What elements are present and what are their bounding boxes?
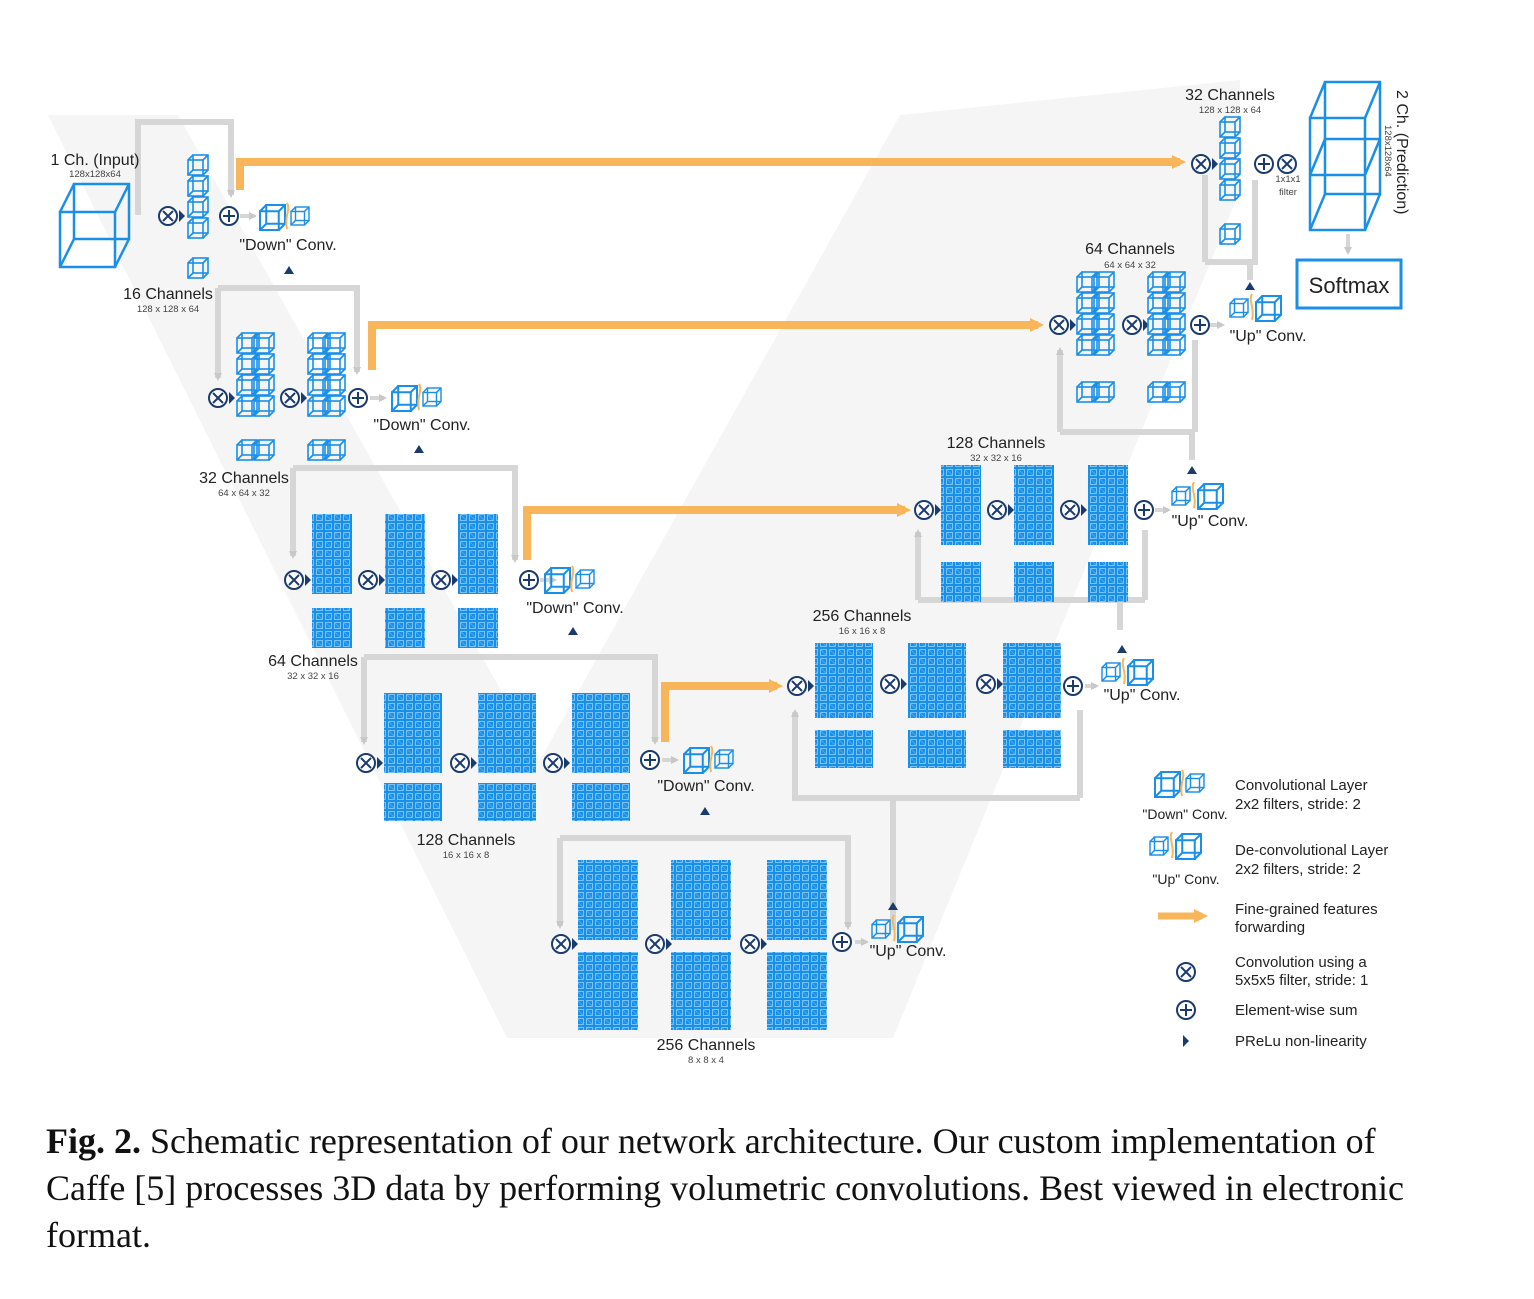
down-conv-3-label: "Down" Conv. bbox=[526, 600, 623, 617]
prediction-label: 2 Ch. (Prediction) bbox=[1393, 90, 1410, 215]
legend-convolution-line2: 5x5x5 filter, stride: 1 bbox=[1235, 972, 1368, 989]
down-conv-4-label: "Down" Conv. bbox=[657, 778, 754, 795]
enc-3-size: 32 x 32 x 16 bbox=[287, 671, 339, 682]
dec-32-size: 128 x 128 x 64 bbox=[1199, 105, 1261, 116]
stage3-block-2 bbox=[385, 514, 425, 594]
stage3-block-1 bbox=[312, 514, 352, 594]
enc-4-channels: 128 Channels bbox=[417, 832, 516, 849]
dec-256-size: 16 x 16 x 8 bbox=[839, 626, 885, 637]
down-conv-1-label: "Down" Conv. bbox=[239, 237, 336, 254]
legend-prelu-label: PReLu non-linearity bbox=[1235, 1033, 1367, 1050]
enc-1-channels: 16 Channels bbox=[123, 286, 213, 303]
enc-1-size: 128 x 128 x 64 bbox=[137, 304, 199, 315]
dec3-block-1 bbox=[941, 465, 981, 545]
legend-conv-line1: Convolutional Layer bbox=[1235, 777, 1368, 794]
prediction-volume bbox=[1308, 80, 1382, 232]
dec4-block-3 bbox=[1003, 643, 1061, 718]
dec3-block-3 bbox=[1088, 465, 1128, 545]
prediction-size: 128x128x64 bbox=[1382, 125, 1393, 177]
caption-label: Fig. 2. bbox=[46, 1121, 141, 1161]
up-conv-4-label: "Up" Conv. bbox=[1230, 328, 1307, 345]
enc-4-size: 16 x 16 x 8 bbox=[443, 850, 489, 861]
legend-deconv-icon-label: "Up" Conv. bbox=[1152, 871, 1219, 887]
softmax-label: Softmax bbox=[1309, 273, 1390, 298]
legend-convolution-icon bbox=[1176, 962, 1196, 982]
up-conv-3-label: "Up" Conv. bbox=[1172, 513, 1249, 530]
legend-convolution-line1: Convolution using a bbox=[1235, 954, 1367, 971]
legend-deconv-line1: De-convolutional Layer bbox=[1235, 842, 1388, 859]
input-size: 128x128x64 bbox=[69, 169, 121, 180]
down-conv-2-label: "Down" Conv. bbox=[373, 417, 470, 434]
up-conv-2-label: "Up" Conv. bbox=[1104, 687, 1181, 704]
input-volume bbox=[58, 182, 131, 269]
legend-deconv-line2: 2x2 filters, stride: 2 bbox=[1235, 861, 1361, 878]
legend-sum-icon bbox=[1176, 1000, 1196, 1020]
dec-128-channels: 128 Channels bbox=[947, 435, 1046, 452]
legend-forward-line1: Fine-grained features bbox=[1235, 901, 1378, 918]
stage5-block-2 bbox=[671, 860, 731, 940]
stage4-block-3 bbox=[572, 693, 630, 773]
legend-prelu-icon bbox=[1183, 1035, 1189, 1047]
dec4-block-1 bbox=[815, 643, 873, 718]
dec-128-size: 32 x 32 x 16 bbox=[970, 453, 1022, 464]
dec-32-channels: 32 Channels bbox=[1185, 87, 1275, 104]
enc-3-channels: 64 Channels bbox=[268, 653, 358, 670]
legend-conv-icon bbox=[1155, 770, 1204, 797]
legend-conv-line2: 2x2 filters, stride: 2 bbox=[1235, 796, 1361, 813]
dec-64-channels: 64 Channels bbox=[1085, 241, 1175, 258]
stage5-block-3 bbox=[767, 860, 827, 940]
dec-256-channels: 256 Channels bbox=[813, 608, 912, 625]
legend: "Down" Conv. Convolutional Layer 2x2 fil… bbox=[1142, 770, 1388, 1050]
stage5-block-1 bbox=[578, 860, 638, 940]
enc-5-size: 8 x 8 x 4 bbox=[688, 1055, 724, 1066]
stage3-block-3 bbox=[458, 514, 498, 594]
filter-1x1-line2: filter bbox=[1279, 187, 1297, 198]
legend-forward-line2: forwarding bbox=[1235, 919, 1305, 936]
caption-text: Schematic representation of our network … bbox=[46, 1121, 1404, 1255]
up-conv-1-label: "Up" Conv. bbox=[870, 943, 947, 960]
enc-5-channels: 256 Channels bbox=[657, 1037, 756, 1054]
stage4-block-2 bbox=[478, 693, 536, 773]
dec3-block-2 bbox=[1014, 465, 1054, 545]
figure-caption: Fig. 2. Schematic representation of our … bbox=[46, 1118, 1446, 1259]
filter-1x1-line1: 1x1x1 bbox=[1275, 174, 1300, 185]
enc-2-channels: 32 Channels bbox=[199, 470, 289, 487]
dec-64-size: 64 x 64 x 32 bbox=[1104, 260, 1156, 271]
dec4-block-2 bbox=[908, 643, 966, 718]
softmax-box bbox=[1295, 258, 1403, 310]
legend-sum-label: Element-wise sum bbox=[1235, 1002, 1358, 1019]
legend-deconv-icon bbox=[1150, 832, 1201, 859]
input-label: 1 Ch. (Input) bbox=[51, 152, 140, 169]
enc-2-size: 64 x 64 x 32 bbox=[218, 488, 270, 499]
legend-conv-icon-label: "Down" Conv. bbox=[1142, 806, 1227, 822]
stage4-block-1 bbox=[384, 693, 442, 773]
